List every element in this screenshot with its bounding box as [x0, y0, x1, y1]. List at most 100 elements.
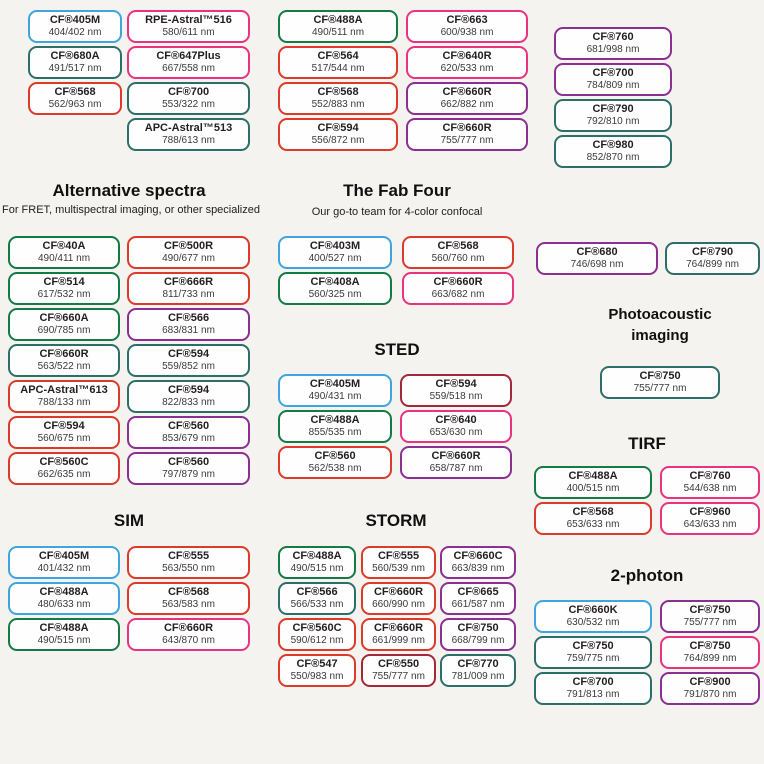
dye-name: CF®660A — [39, 312, 89, 324]
dye-wavelengths: 563/522 nm — [37, 361, 91, 372]
dye-wavelengths: 560/675 nm — [37, 433, 91, 444]
dye-wavelengths: 550/983 nm — [290, 671, 344, 682]
dye-name: CF®514 — [43, 276, 85, 288]
dye-wavelengths: 663/839 nm — [451, 563, 505, 574]
dye-wavelengths: 563/550 nm — [162, 563, 215, 574]
dye-wavelengths: 661/587 nm — [451, 599, 505, 610]
dye-name: CF®647Plus — [156, 50, 221, 62]
dye-name: CF®660R — [373, 622, 424, 634]
dye-name: CF®666R — [163, 276, 214, 288]
dye-wavelengths: 811/733 nm — [162, 289, 215, 300]
dye-wavelengths: 643/870 nm — [162, 635, 215, 646]
dye-wavelengths: 755/777 nm — [683, 617, 737, 628]
tirf-title: TIRF — [628, 434, 666, 453]
dye-wavelengths: 781/009 nm — [451, 671, 505, 682]
dye-name: CF®568 — [317, 86, 359, 98]
dye-name: CF®750 — [639, 370, 681, 382]
dye-wavelengths: 852/870 nm — [586, 152, 640, 163]
dye-wavelengths: 788/613 nm — [162, 135, 215, 146]
dye-name: CF®405M — [38, 550, 90, 562]
dye-name: CF®660R — [433, 276, 483, 288]
dye-name: RPE-Astral™516 — [145, 14, 232, 26]
dye-name: CF®594 — [167, 348, 210, 360]
dye-wavelengths: 653/633 nm — [566, 519, 620, 530]
dye-wavelengths: 681/998 nm — [586, 44, 640, 55]
dye-wavelengths: 755/777 nm — [440, 135, 494, 146]
dye-wavelengths: 517/544 nm — [311, 63, 365, 74]
dye-wavelengths: 797/879 nm — [162, 469, 215, 480]
dye-name: CF®40A — [42, 240, 86, 252]
dye-wavelengths: 764/899 nm — [683, 653, 737, 664]
dye-wavelengths: 580/611 nm — [162, 27, 215, 38]
dye-wavelengths: 791/813 nm — [566, 689, 620, 700]
dye-wavelengths: 560/539 nm — [372, 563, 425, 574]
dye-name: CF®403M — [309, 240, 361, 252]
dye-name: CF®405M — [49, 14, 101, 26]
dye-wavelengths: 653/630 nm — [429, 427, 483, 438]
dye-name: CF®560 — [167, 456, 210, 468]
dye-name: CF®560 — [167, 420, 210, 432]
dye-name: CF®560C — [292, 622, 342, 634]
dye-name: CF®750 — [689, 604, 731, 616]
dye-name: CF®660R — [442, 86, 492, 98]
alternative-spectra-title: Alternative spectra — [52, 181, 206, 200]
dye-name: CF®680A — [50, 50, 100, 62]
dye-wavelengths: 855/535 nm — [308, 427, 362, 438]
dye-name: CF®568 — [572, 506, 614, 518]
dye-name: CF®660R — [39, 348, 89, 360]
dye-name: CF®594 — [435, 378, 477, 390]
dye-name: CF®560 — [314, 450, 356, 462]
dye-wavelengths: 559/518 nm — [429, 391, 483, 402]
dye-wavelengths: 663/682 nm — [431, 289, 485, 300]
dye-name: CF®660C — [453, 550, 503, 562]
dye-wavelengths: 755/777 nm — [633, 383, 687, 394]
dye-name: CF®488A — [39, 586, 89, 598]
dye-name: CF®660R — [442, 122, 492, 134]
dye-name: CF®700 — [572, 676, 614, 688]
dye-wavelengths: 560/325 nm — [308, 289, 362, 300]
dye-wavelengths: 662/882 nm — [440, 99, 494, 110]
fab-four-subtitle: Our go-to team for 4-color confocal — [311, 206, 483, 218]
dye-name: CF®568 — [167, 586, 210, 598]
alternative-spectra-subtitle: For FRET, multispectral imaging, or othe… — [2, 204, 260, 216]
photoacoustic-title: Photoacoustic imaging — [608, 306, 712, 344]
dye-wavelengths: 490/515 nm — [37, 635, 91, 646]
dye-wavelengths: 746/698 nm — [570, 259, 624, 270]
